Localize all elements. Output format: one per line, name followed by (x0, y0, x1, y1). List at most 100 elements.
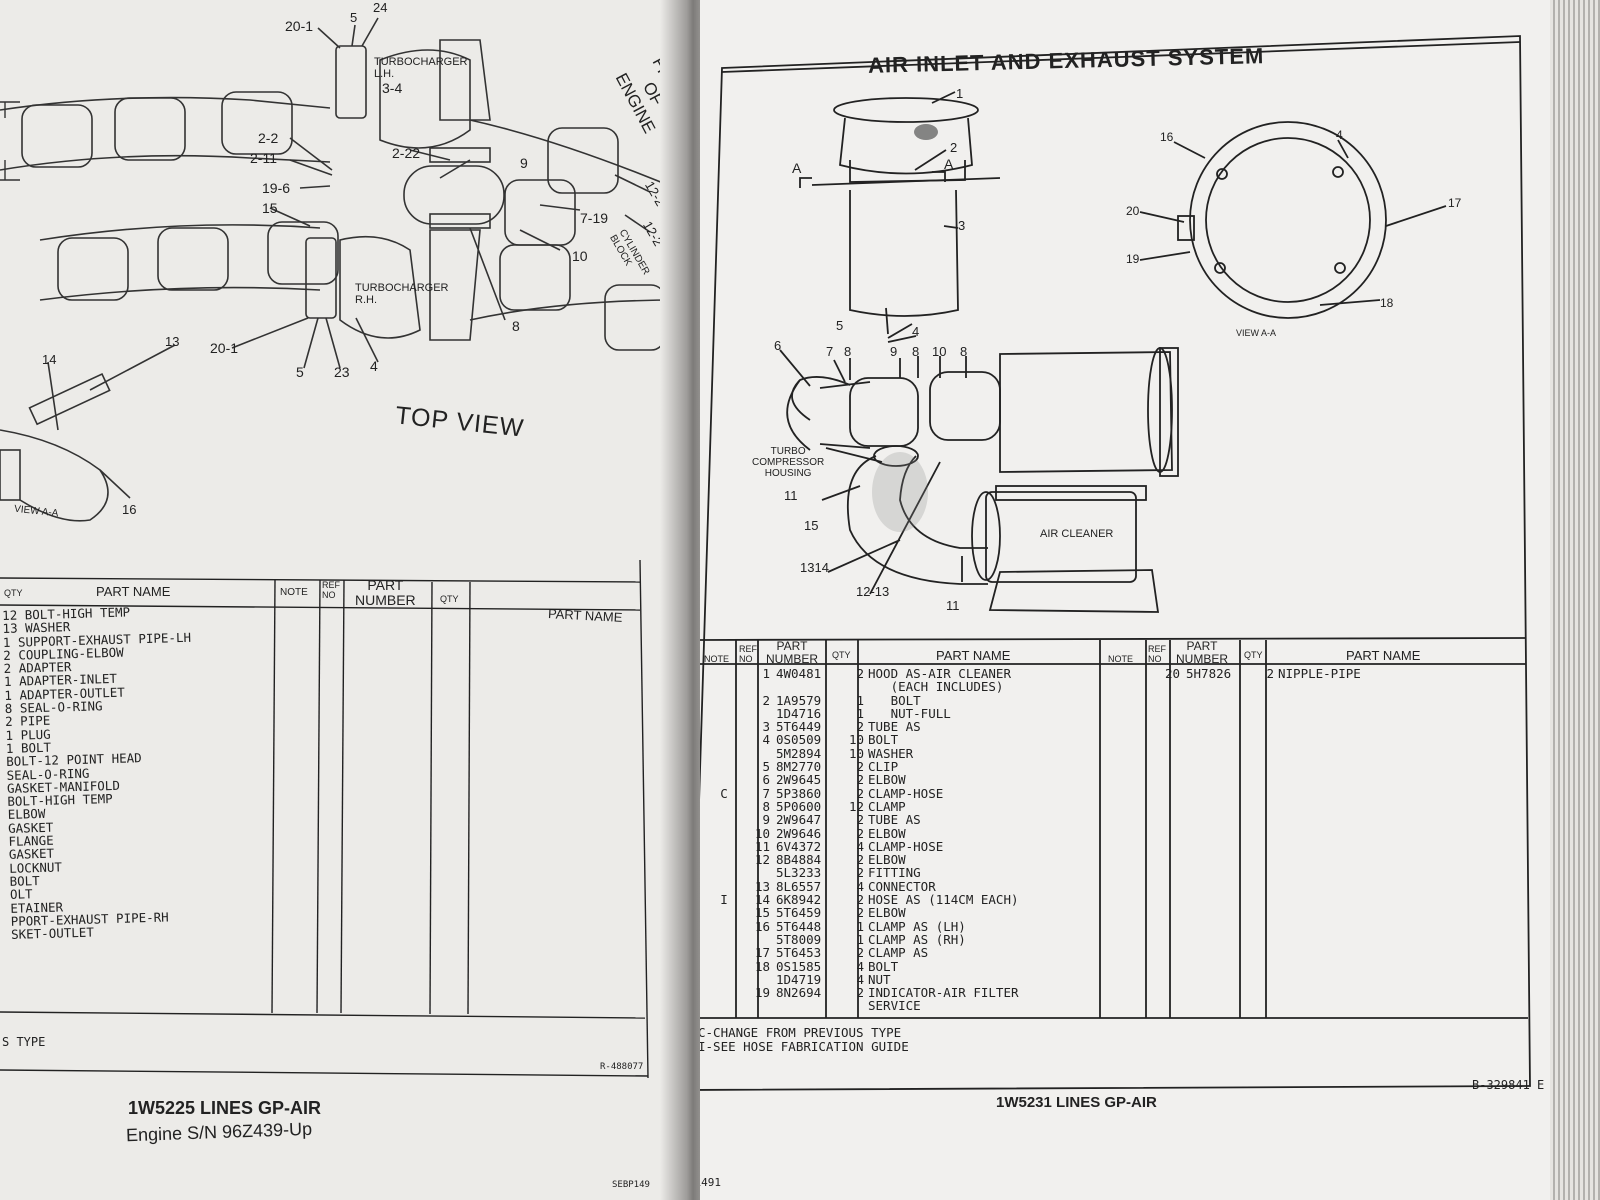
cell-ref: 5 (762, 759, 770, 775)
cell-qty: 1 (856, 692, 864, 708)
callout: 8 (512, 318, 520, 334)
cell-pn: 0S1585 (776, 958, 822, 974)
callout: 5 (350, 10, 358, 25)
callout: 20 (1126, 204, 1140, 218)
callout: 16 (122, 502, 137, 517)
cell-pn: 2W9647 (776, 812, 822, 828)
cell-ref: 7 (762, 785, 770, 801)
cell-pn: 2W9645 (776, 772, 822, 788)
cell-pn: 0S0509 (776, 732, 822, 748)
callout: 18 (1380, 296, 1394, 310)
cell-note (700, 906, 748, 919)
cell-name: BOLT (868, 732, 899, 748)
callout: 20-1 (210, 340, 239, 356)
cell-pn: 1A9579 (776, 692, 822, 708)
cell-name: CLAMP AS (868, 945, 929, 961)
cell-qty: 12 (848, 798, 864, 814)
type-note: S TYPE (2, 1035, 46, 1049)
cell-note: C (720, 785, 728, 801)
cell-name: INDICATOR-AIR FILTER (868, 985, 1019, 1001)
ref-no-header: REF NO (322, 580, 340, 600)
view-label: VIEW A-A (1236, 328, 1277, 338)
cell-ref: 20 (1164, 666, 1180, 681)
cell-ref (748, 680, 776, 693)
cell-note (700, 827, 748, 840)
callout: 2 (950, 140, 958, 155)
cell-pn: 8L6557 (776, 878, 822, 894)
cell-qty (838, 680, 868, 693)
cell-pn: 8B4884 (776, 852, 822, 868)
cell-pn: 4W0481 (776, 666, 822, 681)
page-stack-edge (1550, 0, 1600, 1200)
cell-pn: 5T6449 (776, 719, 822, 735)
cell-name: ELBOW (868, 905, 906, 921)
cell-ref (748, 747, 776, 760)
cell-ref: 14 (754, 892, 770, 908)
cell-pn: 5P0600 (776, 798, 822, 814)
cell-name: CLIP (868, 759, 899, 775)
table-row: 2 1A9579 1 BOLT (700, 692, 1128, 708)
callout: 23 (334, 364, 350, 380)
cell-note (1110, 667, 1158, 680)
cell-note (700, 960, 748, 973)
cell-qty: 2 (856, 785, 864, 801)
left-page: 20-1 5 24 TURBOCHARGER L.H. 3-4 2-2 2-11… (0, 0, 690, 1200)
cell-note (700, 747, 748, 760)
cell-pn: 1D4719 (776, 971, 822, 987)
callout: 4 (1336, 128, 1343, 142)
callout: 8 (844, 344, 852, 359)
ref-code: B-329841 E (1472, 1078, 1545, 1092)
cell-note (700, 773, 748, 786)
note-line: I-SEE HOSE FABRICATION GUIDE (700, 1039, 909, 1054)
cell-name: SERVICE (868, 998, 921, 1014)
callout: 2-22 (392, 145, 421, 161)
footer-title: 1W5225 LINES GP-AIR (128, 1098, 322, 1118)
ref-no-header: REF NO (739, 644, 757, 664)
part-number-header: PART NUMBER (766, 639, 819, 666)
cell-name: CLAMP AS (RH) (868, 931, 966, 947)
cell-pn: 5T6448 (776, 918, 822, 934)
cell-ref (748, 933, 776, 946)
cell-ref: 2 (762, 692, 770, 708)
cell-note (700, 999, 748, 1012)
callout: 5 (296, 364, 304, 380)
cell-note (700, 920, 748, 933)
table-row: SERVICE (700, 998, 1128, 1014)
cell-pn: 6V4372 (776, 838, 822, 854)
cell-qty: 2 (856, 825, 864, 841)
callout: 14 (42, 352, 57, 367)
callout: 11 (784, 488, 798, 503)
callout: 24 (373, 0, 388, 15)
cell-name: CLAMP (868, 798, 906, 814)
callout: 15 (262, 200, 278, 216)
callout: 1314 (800, 560, 829, 575)
cell-note (700, 853, 748, 866)
footer-code-left: SEBP149 (612, 1180, 650, 1190)
cell-name: NUT (868, 971, 891, 987)
cell-name: ELBOW (868, 825, 906, 841)
cell-note (700, 667, 748, 680)
callout: 8 (960, 344, 968, 359)
callout: 9 (890, 344, 898, 359)
cell-name: CONNECTOR (868, 878, 936, 894)
cell-qty: 4 (856, 971, 864, 987)
cell-name: HOSE AS (114CM EACH) (868, 892, 1019, 908)
cell-ref: 17 (754, 945, 770, 961)
cell-qty: 2 (856, 812, 864, 828)
cell-note (700, 760, 748, 773)
cell-name: BOLT (868, 692, 921, 708)
top-view-diagram (0, 17, 681, 1079)
callout: 4 (912, 324, 920, 339)
cell-pn (776, 680, 838, 693)
cell-ref: 3 (762, 719, 770, 735)
callout: 8 (912, 344, 920, 359)
cell-name: ELBOW (868, 852, 906, 868)
cell-qty: 2 (856, 945, 864, 961)
